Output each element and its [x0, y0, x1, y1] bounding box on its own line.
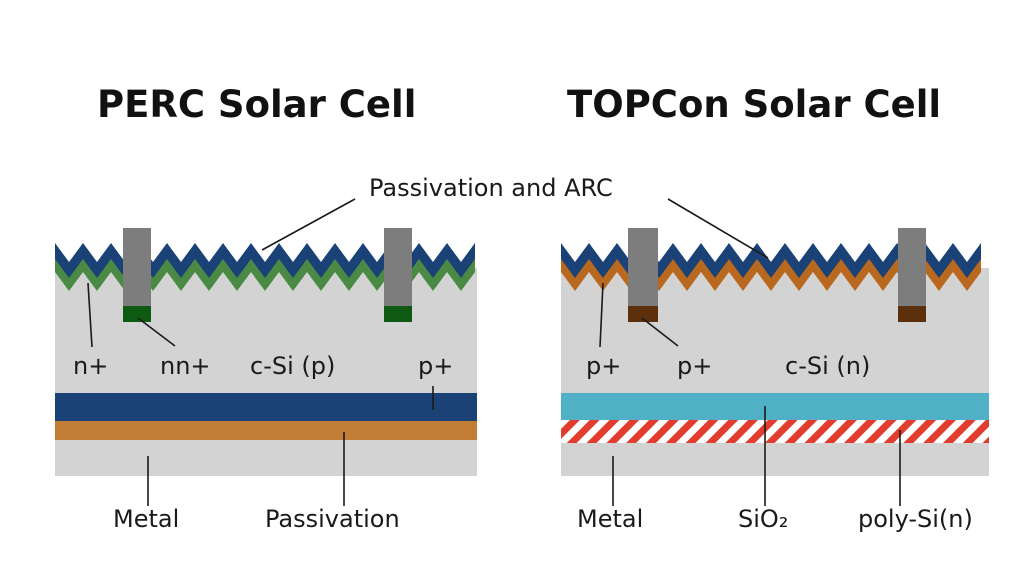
perc-back-passivation-layer — [55, 421, 477, 440]
perc-n-plus-label: n+ — [73, 352, 108, 380]
leader-lines — [87, 198, 901, 506]
perc-contact-tip-right — [384, 306, 412, 322]
perc-bulk-label: c-Si (p) — [250, 352, 335, 380]
leader-passivation-arc-right — [667, 198, 769, 259]
perc-nn-plus-label: nn+ — [160, 352, 211, 380]
topcon-poly-si-label: poly-Si(n) — [858, 505, 973, 533]
perc-front-contact-left — [123, 228, 151, 318]
topcon-contact-tip-right — [898, 306, 926, 322]
topcon-sio2-label: SiO₂ — [738, 505, 788, 533]
topcon-bulk-label: c-Si (n) — [785, 352, 870, 380]
leader-perc-n-plus — [87, 282, 93, 348]
topcon-metal-label: Metal — [577, 505, 643, 533]
perc-passivation-label: Passivation — [265, 505, 400, 533]
diagram-text: PERC Solar Cell TOPCon Solar Cell Passiv… — [73, 83, 973, 533]
leader-topcon-p-plus-right — [641, 317, 679, 347]
topcon-p-plus-left-label: p+ — [586, 352, 621, 380]
perc-front-contact-right — [384, 228, 412, 318]
leader-topcon-p-plus-left — [599, 282, 604, 348]
leader-perc-nn-plus — [137, 317, 176, 347]
perc-back-dielectric-layer — [55, 393, 477, 421]
topcon-arc-layer — [561, 243, 981, 278]
topcon-front-contact-left — [628, 228, 658, 320]
perc-arc-layer — [55, 243, 475, 278]
topcon-cell — [561, 228, 989, 476]
topcon-front-contact-right — [898, 228, 926, 320]
topcon-contact-tip-left — [628, 306, 658, 322]
topcon-title: TOPCon Solar Cell — [567, 83, 941, 126]
passivation-arc-label: Passivation and ARC — [369, 174, 613, 202]
perc-cell — [55, 228, 477, 476]
topcon-poly-si-layer — [561, 420, 989, 443]
perc-metal-label: Metal — [113, 505, 179, 533]
topcon-sio2-layer — [561, 393, 989, 420]
leader-passivation-arc-left — [261, 198, 356, 251]
perc-emitter-layer — [55, 257, 475, 291]
perc-p-plus-label: p+ — [418, 352, 453, 380]
topcon-p-plus-right-label: p+ — [677, 352, 712, 380]
perc-contact-tip-left — [123, 306, 151, 322]
perc-title: PERC Solar Cell — [97, 83, 416, 126]
